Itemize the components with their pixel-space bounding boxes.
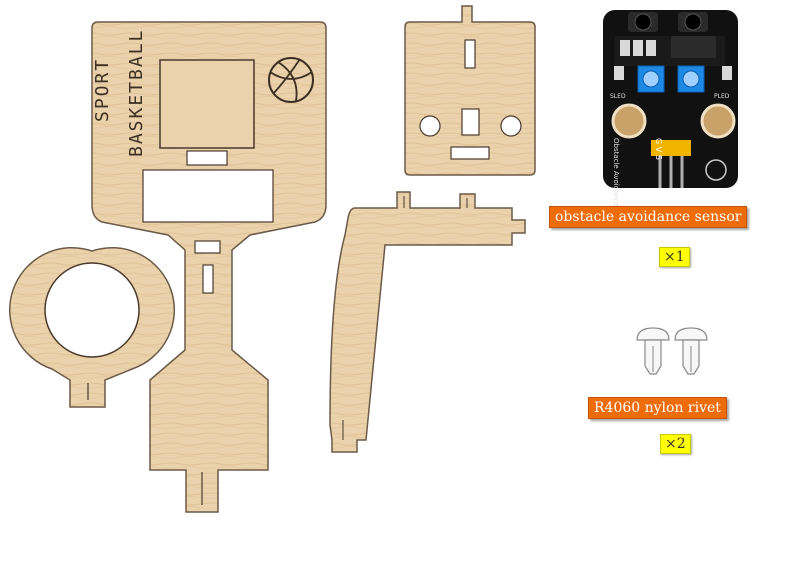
- sensor-caption: Obstacle Avoidance: [612, 138, 620, 207]
- board-text-sport: SPORT: [92, 58, 113, 122]
- sensor-name-label: obstacle avoidance sensor: [549, 206, 748, 228]
- hoop-ring-piece: [8, 246, 176, 408]
- sensor-pin-labels: G V S: [654, 138, 663, 160]
- nylon-rivet-image: [636, 327, 708, 375]
- sensor-pled-marking: PLED: [714, 93, 730, 100]
- rivet-name-label: R4060 nylon rivet: [588, 397, 727, 419]
- rivet-quantity-badge: ×2: [660, 434, 691, 454]
- backboard-piece: SPORT BASKETBALL: [91, 21, 327, 513]
- sensor-quantity-badge: ×1: [659, 247, 690, 267]
- bent-arm-piece: [329, 191, 526, 453]
- board-text-basketball: BASKETBALL: [126, 29, 147, 157]
- basketball-icon: [268, 57, 314, 103]
- sensor-sled-marking: SLED: [610, 93, 626, 100]
- sensor-module-image: SLED PLED G V S Obstacle Avoidance: [603, 10, 738, 207]
- mount-plate-piece: [404, 5, 536, 176]
